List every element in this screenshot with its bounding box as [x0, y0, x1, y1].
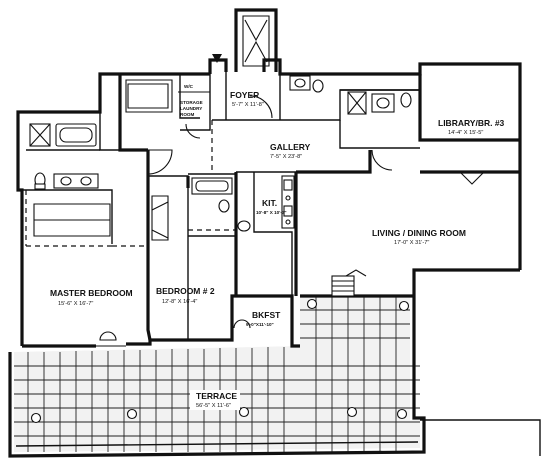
entry-arrow-icon	[212, 54, 222, 63]
master-bedroom-dims: 15'-6" X 16'-7"	[58, 301, 93, 307]
library-label: LIBRARY/BR. #3	[438, 118, 505, 128]
kitchen-label: KIT.	[262, 198, 277, 208]
storage-label-1: STORAGE	[180, 100, 203, 105]
terrace-steps	[331, 275, 355, 297]
gallery-label: GALLERY	[270, 142, 311, 152]
terrace-dims: 56'-5" X 11'-6"	[196, 403, 231, 409]
library-dims: 14'-4" X 15'-5"	[448, 130, 483, 136]
bedroom2-label: BEDROOM # 2	[156, 286, 215, 296]
bedroom2-dims: 12'-8" X 16'-4"	[162, 299, 197, 305]
living-dims: 17'-0" X 31'-7"	[394, 240, 429, 246]
living-label: LIVING / DINING ROOM	[372, 228, 466, 238]
foyer-label: FOYER	[230, 90, 259, 100]
doors	[185, 95, 485, 277]
kitchen-dims: 10'-8" X 10'-3"	[256, 210, 287, 215]
storage-label-3: ROOM	[180, 112, 194, 117]
bkfst-label: BKFST	[252, 310, 281, 320]
foyer-dims: 5'-7" X 11'-8"	[232, 102, 264, 108]
bkfst-dims: 9'-0"X11'-10"	[246, 322, 274, 327]
master-bedroom-label: MASTER BEDROOM	[50, 288, 133, 298]
wic-label: W/C	[184, 84, 194, 89]
interior-walls	[22, 72, 520, 347]
gallery-dims: 7'-5" X 23'-8"	[270, 154, 302, 160]
storage-label-2: LAUNDRY	[180, 106, 202, 111]
room-boundaries	[25, 120, 297, 247]
bath-fixtures	[29, 75, 412, 232]
room-labels: FOYER 5'-7" X 11'-8" STORAGE LAUNDRY ROO…	[50, 84, 505, 410]
terrace-planters	[30, 298, 410, 424]
terrace-label: TERRACE	[196, 391, 237, 401]
